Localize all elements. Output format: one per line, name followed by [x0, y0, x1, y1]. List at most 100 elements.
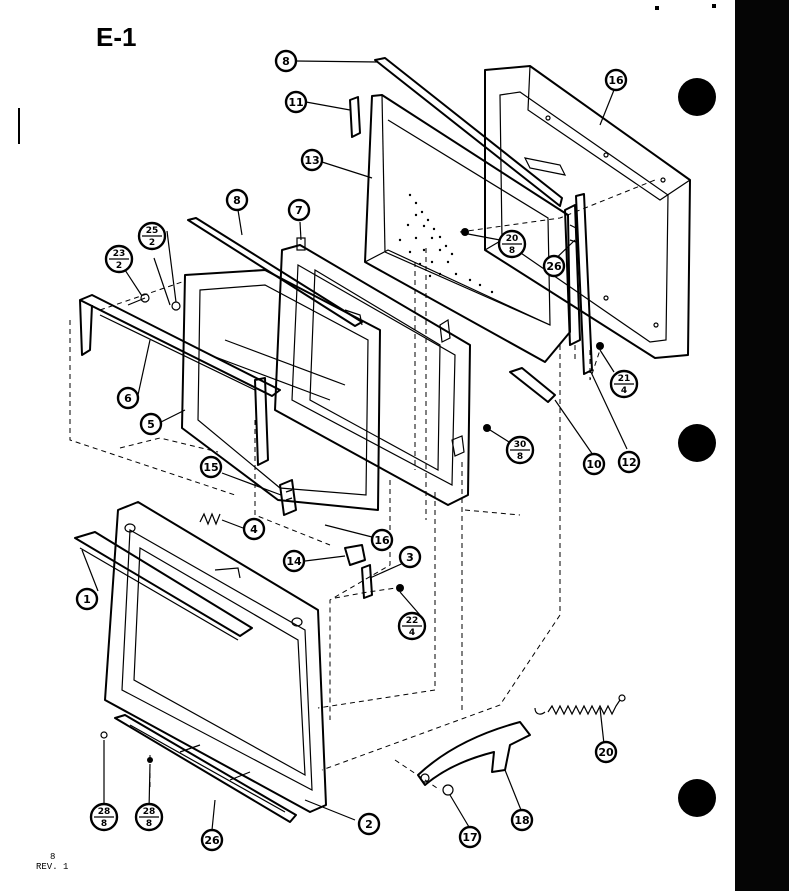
svg-text:12: 12 — [621, 456, 636, 469]
screw-23-2 — [140, 293, 150, 303]
dash-line — [317, 492, 436, 709]
svg-text:5: 5 — [147, 418, 155, 431]
part-hinge-spring — [534, 694, 626, 716]
callout-6: 6 — [116, 386, 140, 410]
screw-28-8-left — [100, 731, 108, 739]
callout-20: 20 — [594, 740, 618, 764]
part-back-frame — [484, 65, 691, 359]
callout-16-top: 16 — [604, 68, 628, 92]
svg-text:21: 21 — [618, 374, 631, 384]
svg-text:16: 16 — [374, 534, 390, 547]
callout-20-8: 20 8 — [497, 229, 527, 259]
svg-text:28: 28 — [143, 807, 156, 817]
callout-30-8: 30 8 — [505, 435, 535, 465]
svg-text:20: 20 — [506, 234, 519, 244]
svg-text:10: 10 — [586, 458, 602, 471]
svg-text:18: 18 — [514, 814, 529, 827]
callout-2: 2 — [357, 812, 381, 836]
part-bracket-14 — [344, 544, 366, 566]
page-number: 8 — [50, 852, 56, 862]
svg-text:4: 4 — [250, 523, 258, 536]
callout-14: 14 — [282, 549, 306, 573]
binder-hole-middle — [678, 424, 716, 462]
svg-text:4: 4 — [409, 628, 415, 638]
callout-8-top: 8 — [274, 49, 298, 73]
callout-4: 4 — [242, 517, 266, 541]
part-bracket-11 — [349, 96, 361, 138]
screw-28-8-right — [147, 757, 153, 763]
part-middle-frame — [274, 237, 491, 506]
callout-3: 3 — [398, 545, 422, 569]
revision-label: REV. 1 — [36, 862, 69, 872]
svg-text:7: 7 — [295, 204, 303, 217]
page-title: E-1 — [96, 22, 137, 52]
part-top-strip — [374, 57, 567, 207]
svg-text:25: 25 — [146, 226, 159, 236]
dash-line — [329, 480, 391, 720]
svg-text:8: 8 — [517, 452, 523, 462]
svg-text:3: 3 — [406, 551, 414, 564]
dash-line — [334, 587, 397, 599]
part-trim-frame — [79, 293, 281, 466]
dash-line — [321, 345, 561, 771]
scan-speck — [712, 4, 716, 8]
margin-tick — [18, 108, 20, 144]
callout-8-mid: 8 — [225, 188, 249, 212]
dash-line — [99, 281, 183, 311]
binder-hole-bottom — [678, 779, 716, 817]
part-bracket-10 — [509, 367, 556, 403]
callout-16-mid: 16 — [370, 528, 394, 552]
callout-26-lower: 26 — [200, 828, 224, 852]
svg-text:4: 4 — [621, 386, 627, 396]
callout-21-4: 21 4 — [609, 369, 639, 399]
callout-1: 1 — [75, 587, 99, 611]
part-outer-door — [74, 501, 327, 813]
dash-line — [119, 437, 219, 453]
perforation-dots — [398, 193, 494, 294]
svg-text:8: 8 — [509, 246, 515, 256]
callout-23-2: 23 2 — [104, 244, 134, 274]
svg-text:2: 2 — [365, 818, 373, 831]
callout-11: 11 — [284, 90, 308, 114]
svg-text:23: 23 — [113, 249, 126, 259]
svg-text:2: 2 — [116, 261, 122, 271]
callout-28-8-right: 28 8 — [134, 802, 164, 832]
part-spring-4 — [199, 512, 221, 526]
dash-line — [459, 179, 656, 233]
callout-17: 17 — [458, 825, 482, 849]
part-bottom-trim — [100, 714, 297, 823]
scan-black-edge — [735, 0, 789, 891]
screw-30-8 — [483, 424, 491, 432]
callout-10: 10 — [582, 452, 606, 476]
svg-text:1: 1 — [83, 593, 91, 606]
door-handle — [74, 531, 253, 637]
scan-speck — [655, 6, 659, 10]
svg-text:22: 22 — [406, 616, 419, 626]
binder-hole-top — [678, 78, 716, 116]
part-hinge-channel-upper — [564, 204, 581, 346]
callout-28-8-left: 28 8 — [89, 802, 119, 832]
svg-text:8: 8 — [233, 194, 241, 207]
leader-lines — [81, 60, 628, 831]
svg-text:8: 8 — [282, 55, 290, 68]
svg-text:30: 30 — [514, 440, 527, 450]
callout-13: 13 — [300, 148, 324, 172]
callout-25-2: 25 2 — [137, 221, 167, 251]
svg-text:15: 15 — [203, 461, 218, 474]
callout-15: 15 — [199, 455, 223, 479]
svg-text:8: 8 — [146, 819, 152, 829]
callout-26-upper: 26 — [542, 254, 566, 278]
svg-text:28: 28 — [98, 807, 111, 817]
part-middle-strip — [187, 217, 363, 327]
svg-text:14: 14 — [286, 555, 302, 568]
svg-text:8: 8 — [101, 819, 107, 829]
svg-text:11: 11 — [288, 96, 303, 109]
dash-line — [254, 420, 331, 546]
screw-22-4 — [396, 584, 404, 592]
callout-5: 5 — [139, 412, 163, 436]
pivot-17 — [442, 784, 454, 796]
part-window-glass — [181, 269, 381, 511]
part-hinge-arm — [417, 721, 531, 796]
